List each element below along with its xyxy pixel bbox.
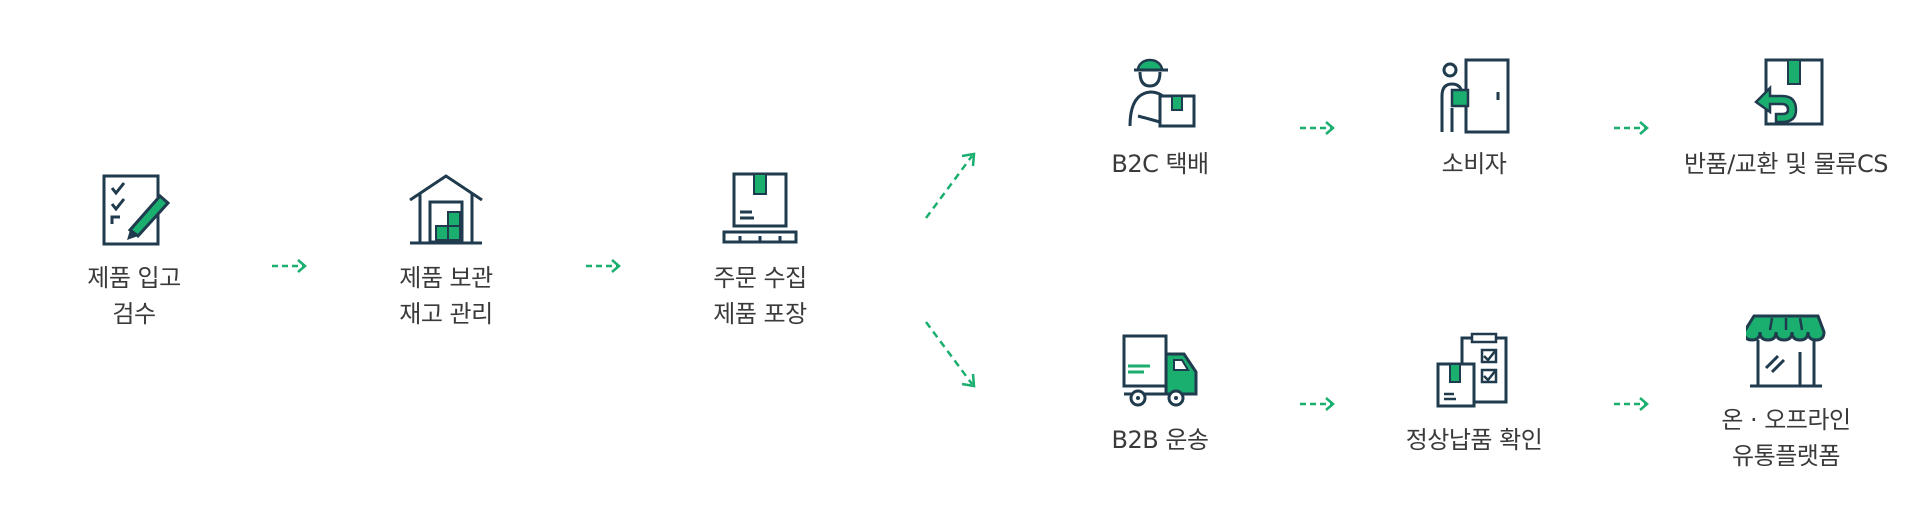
step-order-packing: 주문 수집 제품 포장 <box>640 170 880 332</box>
branch-label: 소비자 <box>1441 150 1507 178</box>
flow-arrow <box>586 259 621 273</box>
flow-arrow <box>272 259 307 273</box>
clipboard-boxes-icon <box>1436 332 1508 408</box>
flow-arrow <box>1300 121 1335 135</box>
step-label-line1: 제품 입고 <box>87 264 181 292</box>
warehouse-icon <box>409 174 483 245</box>
b2c-courier: B2C 택배 <box>1040 56 1280 182</box>
branch-label-line2: 유통플랫폼 <box>1732 442 1840 470</box>
branch-label: B2C 택배 <box>1111 150 1209 178</box>
b2b-retail-platform: 온 · 오프라인 유통플랫폼 <box>1666 312 1906 474</box>
step-label-line1: 주문 수집 <box>713 264 807 292</box>
storefront-icon <box>1746 314 1826 388</box>
step-label-line2: 재고 관리 <box>399 300 493 328</box>
courier-icon <box>1128 58 1196 128</box>
flow-arrow <box>1614 121 1649 135</box>
b2b-delivery-check: 정상납품 확인 <box>1354 332 1594 458</box>
checklist-pen-icon <box>102 174 171 246</box>
customer-door-icon <box>1440 58 1510 134</box>
box-on-pallet-icon <box>722 172 798 244</box>
truck-icon <box>1122 334 1198 407</box>
b2c-returns: 반품/교환 및 물류CS <box>1666 56 1906 182</box>
step-label-line2: 제품 포장 <box>713 300 807 328</box>
step-storage-inventory: 제품 보관 재고 관리 <box>326 170 566 332</box>
step-label-line2: 검수 <box>112 300 156 328</box>
branch-arrow-up <box>924 152 976 219</box>
branch-label: B2B 운송 <box>1111 426 1210 454</box>
flow-arrow <box>1300 397 1335 411</box>
step-inbound-inspection: 제품 입고 검수 <box>14 170 254 332</box>
b2b-freight: B2B 운송 <box>1040 332 1280 458</box>
step-label-line1: 제품 보관 <box>399 264 493 292</box>
b2c-customer: 소비자 <box>1354 56 1594 182</box>
branch-label-line1: 온 · 오프라인 <box>1721 406 1851 434</box>
return-box-icon <box>1754 58 1824 126</box>
branch-label: 정상납품 확인 <box>1405 426 1543 454</box>
branch-arrow-down <box>924 321 976 388</box>
flow-arrow <box>1614 397 1649 411</box>
branch-label: 반품/교환 및 물류CS <box>1684 150 1888 178</box>
